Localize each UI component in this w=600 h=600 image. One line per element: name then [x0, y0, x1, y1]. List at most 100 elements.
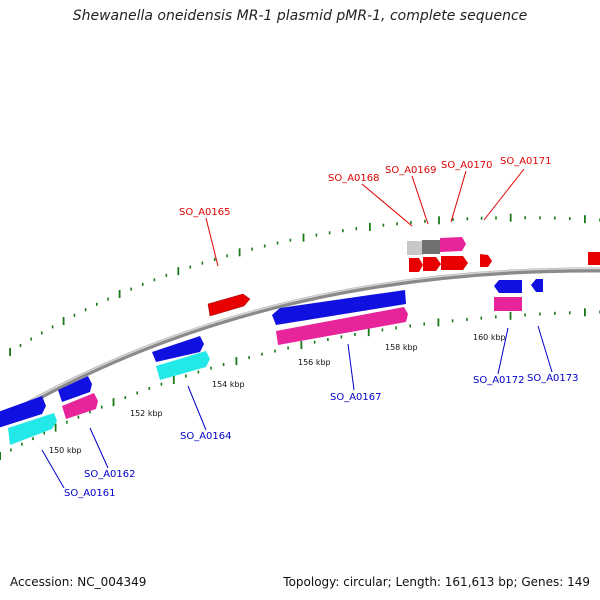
inner-ring-tick	[21, 442, 23, 446]
gene-label-so-a0169[interactable]: SO_A0169	[385, 165, 437, 176]
inner-ring-tick	[395, 326, 397, 330]
outer-ring-tick	[328, 231, 331, 235]
outer-ring-tick	[19, 344, 22, 347]
reverse-gene-labels: SO_A0161 SO_A0162 SO_A0164 SO_A0167 SO_A…	[64, 373, 579, 499]
outer-ring-tick	[9, 348, 11, 356]
outer-ring-tick	[30, 337, 32, 341]
outer-tick-ring	[9, 213, 600, 356]
sequence-backbone	[0, 267, 600, 423]
gene-label-so-a0173[interactable]: SO_A0173	[527, 373, 579, 384]
gene-so-a0163[interactable]	[152, 336, 204, 362]
inner-ring-tick	[480, 316, 483, 320]
outer-ring-tick	[141, 282, 144, 286]
outer-ring-tick	[177, 267, 180, 276]
inner-ring-tick	[248, 356, 250, 359]
kbp-label-154: 154 kbp	[212, 380, 245, 389]
outer-ring-tick	[84, 308, 87, 312]
inner-ring-tick	[495, 315, 497, 319]
outer-ring-tick	[51, 325, 54, 329]
gene-label-so-a0172[interactable]: SO_A0172	[473, 375, 525, 386]
inner-ring-tick	[32, 437, 34, 441]
label-leader-lines	[41, 168, 553, 489]
inner-ring-tick	[54, 423, 57, 432]
gene-so-a0170[interactable]	[441, 256, 468, 270]
gene-so-a0173[interactable]	[531, 279, 543, 292]
inner-ring-tick	[43, 431, 45, 435]
gene-label-so-a0162[interactable]: SO_A0162	[84, 469, 136, 480]
inner-ring-tick	[66, 420, 68, 424]
outer-ring-tick	[424, 219, 426, 223]
gene-label-so-a0170[interactable]: SO_A0170	[441, 160, 493, 171]
outer-ring-tick	[584, 215, 586, 224]
map-title: Shewanella oneidensis MR-1 plasmid pMR-1…	[72, 8, 528, 24]
gene-so-a0161[interactable]	[0, 396, 46, 428]
gene-edge-red[interactable]	[588, 252, 600, 265]
gene-so-a0171[interactable]	[480, 254, 492, 267]
kbp-label-150: 150 kbp	[49, 446, 82, 455]
inner-tick-ring	[0, 308, 600, 460]
outer-ring-tick	[509, 213, 512, 222]
inner-ring-tick	[100, 405, 103, 409]
kbp-label-152: 152 kbp	[130, 409, 163, 418]
inner-ring-tick	[197, 370, 200, 374]
gene-so-a0167[interactable]	[276, 307, 408, 345]
forward-strand-genes	[207, 237, 600, 317]
inner-ring-tick	[466, 317, 468, 321]
gene-so-a0168-gray[interactable]	[422, 240, 440, 254]
gene-label-so-a0167[interactable]: SO_A0167	[330, 392, 382, 403]
inner-ring-tick	[148, 387, 151, 390]
outer-ring-tick	[410, 220, 412, 224]
inner-ring-tick	[313, 340, 316, 344]
outer-ring-tick	[480, 216, 483, 220]
outer-ring-tick	[41, 331, 43, 335]
gene-so-a0166[interactable]	[272, 290, 406, 325]
inner-ring-tick	[367, 328, 370, 337]
gene-so-a0162-blue[interactable]	[58, 376, 92, 402]
gene-label-so-a0161[interactable]: SO_A0161	[64, 488, 116, 499]
outer-ring-tick	[452, 217, 454, 221]
outer-ring-tick	[466, 217, 469, 221]
gene-so-a0164[interactable]	[156, 351, 210, 380]
outer-ring-tick	[189, 265, 192, 269]
inner-ring-tick	[423, 322, 425, 326]
outer-ring-tick	[315, 233, 318, 237]
inner-ring-tick	[539, 312, 541, 316]
inner-ring-tick	[327, 338, 329, 341]
inner-ring-tick	[185, 374, 187, 378]
reverse-strand-genes	[0, 279, 543, 445]
gene-so-a0166-gray[interactable]	[407, 241, 423, 255]
outer-ring-tick	[438, 216, 440, 225]
outer-ring-tick	[539, 216, 541, 220]
gene-label-so-a0171[interactable]: SO_A0171	[500, 156, 552, 167]
outer-ring-tick	[238, 248, 241, 257]
gene-so-a0165[interactable]	[207, 293, 251, 317]
outer-ring-tick	[165, 273, 168, 277]
inner-ring-tick	[261, 352, 263, 356]
outer-ring-tick	[251, 247, 253, 251]
gene-so-a0169[interactable]	[423, 257, 441, 271]
gene-so-a0168[interactable]	[409, 258, 423, 272]
gene-so-a0169-pink[interactable]	[440, 237, 466, 252]
accession-label: Accession: NC_004349	[10, 575, 147, 589]
outer-ring-tick	[213, 257, 216, 261]
inner-ring-tick	[10, 448, 12, 452]
inner-ring-tick	[354, 333, 356, 336]
inner-ring-tick	[584, 308, 586, 317]
outer-ring-tick	[226, 254, 228, 258]
gene-so-a0162[interactable]	[62, 393, 98, 419]
inner-ring-tick	[381, 328, 384, 332]
outer-ring-tick	[289, 238, 292, 242]
inner-ring-tick	[437, 318, 440, 327]
inner-ring-tick	[409, 324, 411, 328]
gene-label-so-a0164[interactable]: SO_A0164	[180, 431, 232, 442]
inner-ring-tick	[235, 357, 238, 365]
inner-ring-tick	[77, 415, 80, 419]
gene-label-so-a0165[interactable]: SO_A0165	[179, 207, 231, 218]
gene-label-so-a0168[interactable]: SO_A0168	[328, 173, 380, 184]
gene-so-a0172[interactable]	[494, 297, 522, 311]
gene-so-a0172-blue[interactable]	[494, 280, 522, 293]
gene-so-a0161-cyan[interactable]	[8, 413, 57, 445]
outer-ring-tick	[302, 233, 305, 242]
